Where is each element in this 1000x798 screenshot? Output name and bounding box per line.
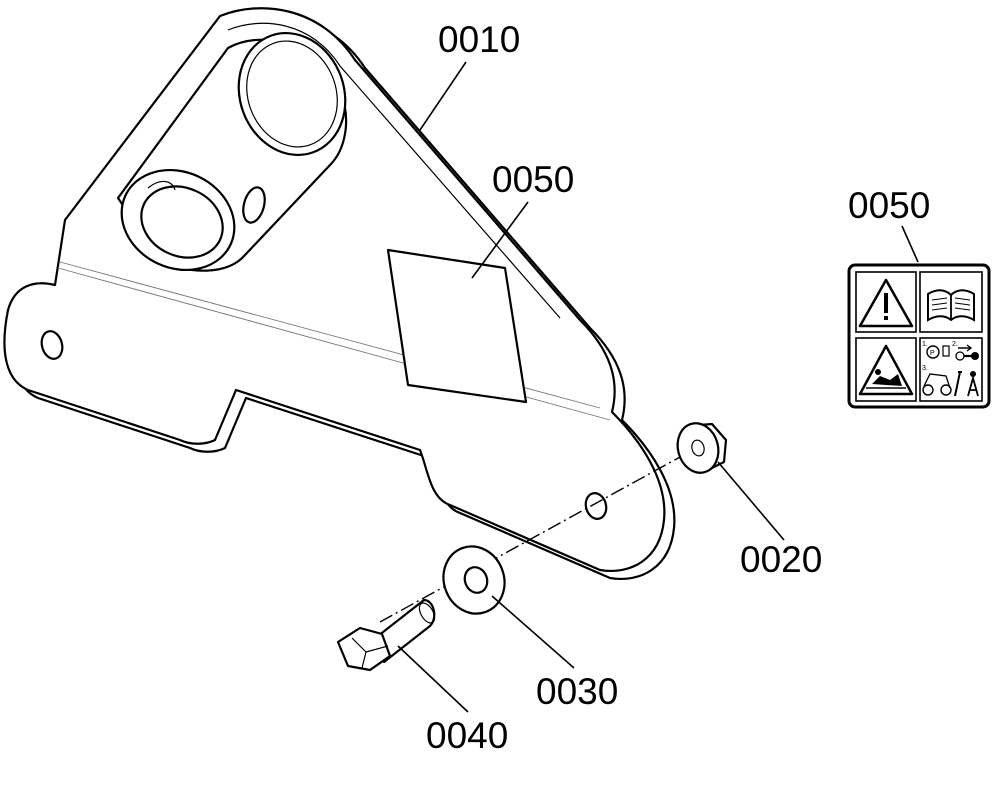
decal-on-bracket	[386, 248, 528, 404]
callout-0050-detail: 0050	[848, 185, 930, 226]
pivot-tube	[116, 31, 348, 272]
bracket-part	[3, 7, 676, 580]
crush-hazard-icon	[858, 344, 914, 396]
warning-triangle-icon	[858, 278, 914, 328]
callout-0040: 0040	[426, 715, 508, 756]
safety-decal-detail: 1. P 2. 3.	[847, 263, 991, 409]
svg-text:2.: 2.	[952, 341, 958, 348]
svg-text:3.: 3.	[922, 365, 928, 372]
manual-book-icon	[927, 289, 975, 322]
hex-bolt-part	[336, 598, 436, 672]
callout-0050-on-part: 0050	[492, 159, 574, 200]
parking-letter: P	[930, 350, 935, 357]
callout-0030: 0030	[536, 671, 618, 712]
callout-0010: 0010	[438, 19, 520, 60]
shutdown-steps-icon: 1. P 2. 3.	[922, 341, 979, 397]
tube-pin-hole	[242, 186, 266, 224]
flange-nut-part	[676, 422, 728, 474]
callout-0020: 0020	[740, 539, 822, 580]
svg-text:1.: 1.	[922, 341, 928, 348]
washer-part	[442, 545, 506, 615]
assembly-axis	[379, 445, 701, 623]
bracket-hole-left	[40, 330, 64, 360]
